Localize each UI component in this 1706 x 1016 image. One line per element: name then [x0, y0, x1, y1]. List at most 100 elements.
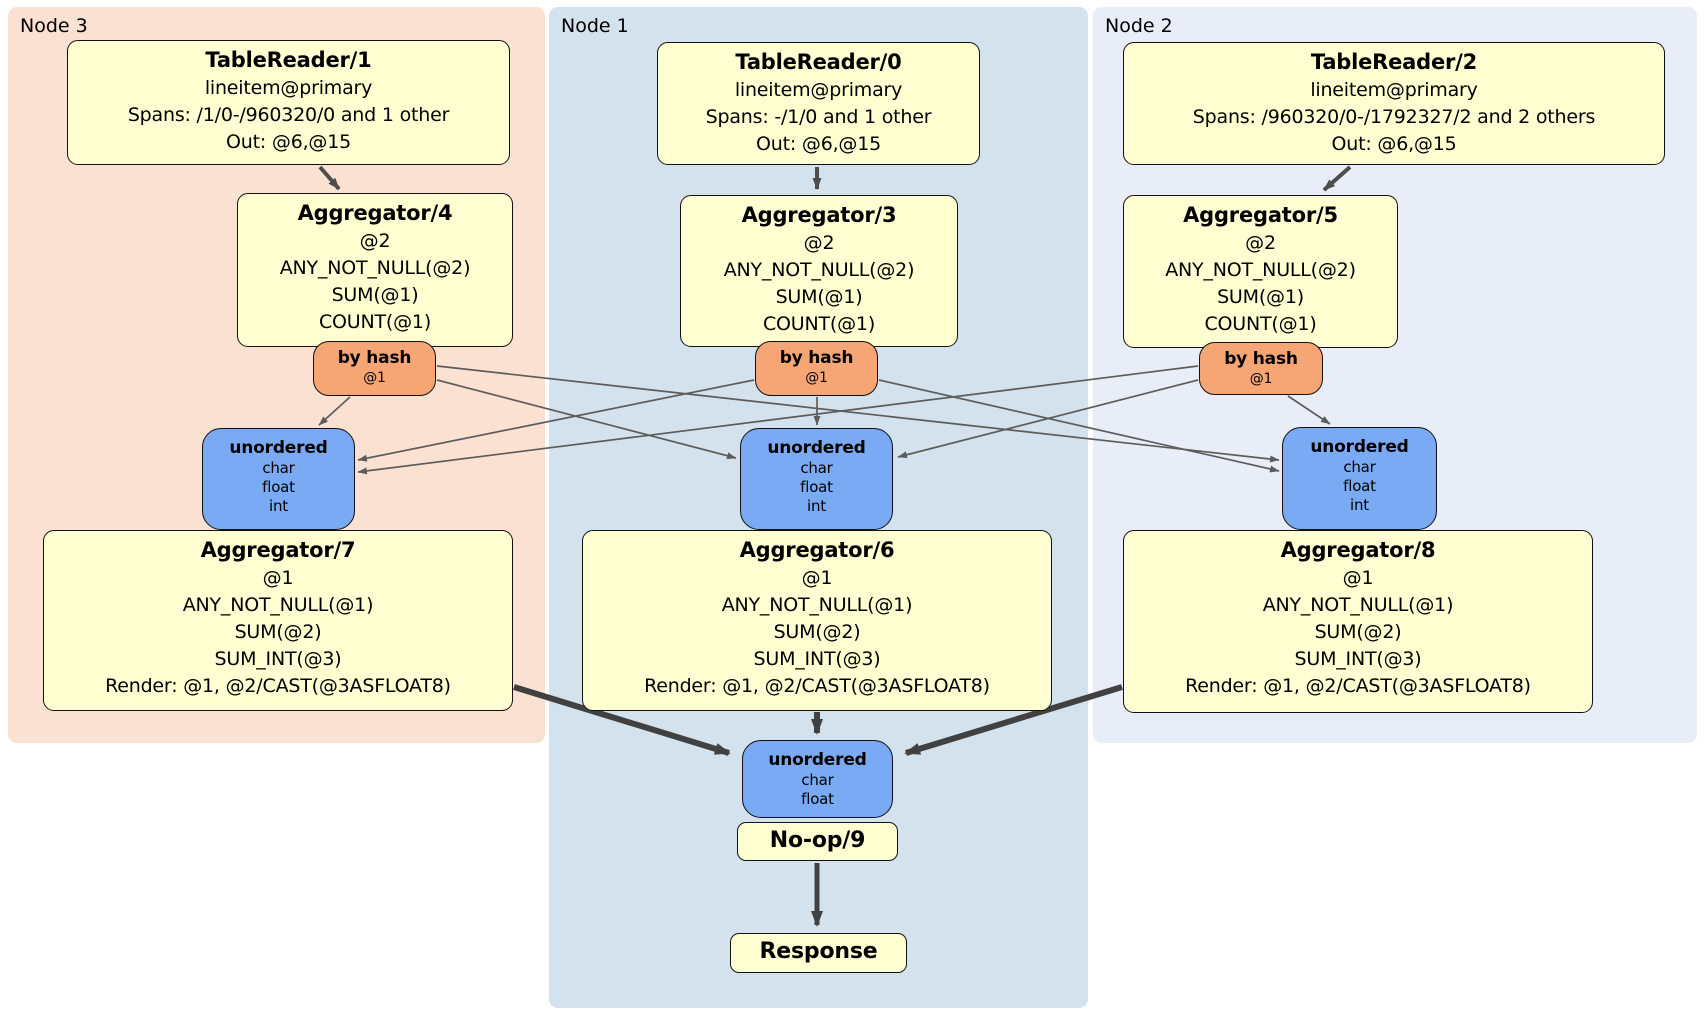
box-line: SUM(@1) — [775, 286, 863, 308]
box-line: ANY_NOT_NULL(@2) — [723, 259, 915, 281]
edge-byhash1-to-unordered2 — [878, 379, 1280, 473]
box-line: @1 — [1342, 567, 1374, 589]
box-title: TableReader/1 — [205, 48, 372, 72]
box-title: Aggregator/3 — [741, 203, 897, 227]
box-line: Spans: -/1/0 and 1 other — [705, 106, 932, 128]
box-line: float — [1343, 477, 1376, 495]
edge-byhash1-to-unordered3 — [357, 379, 755, 462]
unordered-sync-node2: unordered char float int — [1282, 427, 1437, 530]
box-line: Out: @6,@15 — [226, 131, 351, 153]
box-line: @1 — [262, 567, 294, 589]
box-title: by hash — [779, 348, 854, 368]
box-line: Spans: /1/0-/960320/0 and 1 other — [127, 104, 450, 126]
box-title: unordered — [767, 438, 866, 458]
box-title: unordered — [1310, 437, 1409, 457]
box-title: Aggregator/6 — [739, 538, 895, 562]
aggregator6-box: Aggregator/6 @1 ANY_NOT_NULL(@1) SUM(@2)… — [582, 530, 1052, 711]
tablereader0-box: TableReader/0 lineitem@primary Spans: -/… — [657, 42, 980, 165]
edge-byhash2-to-unordered3 — [357, 365, 1199, 475]
box-line: char — [262, 459, 295, 477]
node3-panel-label: Node 3 — [20, 15, 88, 37]
edge-aggregator8-to-unordered-final — [904, 684, 1123, 756]
box-title: unordered — [229, 438, 328, 458]
box-line: @2 — [803, 232, 835, 254]
box-title: by hash — [337, 348, 412, 368]
box-line: Render: @1, @2/CAST(@3ASFLOAT8) — [105, 675, 451, 697]
box-line: float — [262, 478, 295, 496]
edge-tablereader1-to-aggregator4 — [318, 165, 341, 191]
box-line: ANY_NOT_NULL(@1) — [1262, 594, 1454, 616]
box-line: lineitem@primary — [734, 79, 903, 101]
tablereader2-box: TableReader/2 lineitem@primary Spans: /9… — [1123, 42, 1665, 165]
box-title: Aggregator/7 — [200, 538, 356, 562]
unordered-sync-node1: unordered char float int — [740, 428, 893, 530]
box-title: TableReader/2 — [1310, 50, 1478, 74]
aggregator3-box: Aggregator/3 @2 ANY_NOT_NULL(@2) SUM(@1)… — [680, 195, 958, 347]
box-title: Aggregator/5 — [1183, 203, 1338, 227]
box-line: ANY_NOT_NULL(@1) — [182, 594, 374, 616]
box-line: float — [801, 790, 834, 808]
box-line: ANY_NOT_NULL(@2) — [279, 257, 471, 279]
box-line: SUM_INT(@3) — [1294, 648, 1422, 670]
box-line: char — [1343, 458, 1376, 476]
response-box: Response — [730, 933, 907, 973]
tablereader1-box: TableReader/1 lineitem@primary Spans: /1… — [67, 40, 510, 165]
box-line: Spans: /960320/0-/1792327/2 and 2 others — [1192, 106, 1596, 128]
box-title: by hash — [1224, 349, 1298, 369]
box-line: SUM(@2) — [234, 621, 322, 643]
box-line: COUNT(@1) — [318, 311, 432, 333]
box-title: unordered — [768, 750, 867, 770]
noop-box: No-op/9 — [737, 822, 898, 861]
box-line: ANY_NOT_NULL(@1) — [721, 594, 913, 616]
box-line: @2 — [1245, 232, 1276, 254]
box-title: Aggregator/4 — [297, 201, 453, 225]
byhash-router-node1: by hash @1 — [755, 341, 878, 396]
box-title: Response — [759, 939, 878, 964]
box-line: SUM(@1) — [1217, 286, 1304, 308]
node1-panel-label: Node 1 — [561, 15, 629, 37]
box-line: @1 — [363, 370, 386, 386]
box-line: @1 — [801, 567, 833, 589]
aggregator5-box: Aggregator/5 @2 ANY_NOT_NULL(@2) SUM(@1)… — [1123, 195, 1398, 348]
edge-byhash2-to-unordered1 — [897, 379, 1199, 459]
aggregator8-box: Aggregator/8 @1 ANY_NOT_NULL(@1) SUM(@2)… — [1123, 530, 1593, 713]
box-line: SUM(@2) — [1314, 621, 1402, 643]
box-title: No-op/9 — [769, 828, 866, 853]
box-line: @2 — [359, 230, 391, 252]
unordered-sync-node3: unordered char float int — [202, 428, 355, 530]
box-line: char — [801, 771, 834, 789]
box-line: @1 — [805, 370, 828, 386]
box-line: int — [1350, 496, 1369, 514]
box-line: int — [269, 497, 288, 515]
byhash-router-node3: by hash @1 — [313, 341, 436, 396]
edge-tablereader2-to-aggregator5 — [1322, 165, 1352, 192]
box-line: lineitem@primary — [204, 77, 373, 99]
box-line: Out: @6,@15 — [1331, 133, 1457, 155]
box-line: char — [800, 459, 833, 477]
node2-panel-label: Node 2 — [1105, 15, 1173, 37]
box-line: Out: @6,@15 — [756, 133, 881, 155]
box-line: SUM(@1) — [331, 284, 419, 306]
box-line: @1 — [1249, 371, 1273, 387]
box-line: float — [800, 478, 833, 496]
box-line: lineitem@primary — [1310, 79, 1478, 101]
byhash-router-node2: by hash @1 — [1199, 342, 1323, 395]
box-line: SUM_INT(@3) — [753, 648, 881, 670]
aggregator7-box: Aggregator/7 @1 ANY_NOT_NULL(@1) SUM(@2)… — [43, 530, 513, 711]
box-line: Render: @1, @2/CAST(@3ASFLOAT8) — [644, 675, 990, 697]
edge-byhash3-to-unordered1 — [436, 379, 737, 460]
aggregator4-box: Aggregator/4 @2 ANY_NOT_NULL(@2) SUM(@1)… — [237, 193, 513, 347]
box-line: SUM(@2) — [773, 621, 861, 643]
box-line: int — [807, 497, 826, 515]
box-title: Aggregator/8 — [1280, 538, 1436, 562]
box-line: SUM_INT(@3) — [214, 648, 342, 670]
edge-byhash3-to-unordered3 — [318, 396, 351, 426]
box-line: ANY_NOT_NULL(@2) — [1165, 259, 1356, 281]
box-line: COUNT(@1) — [1204, 313, 1317, 335]
edge-byhash2-to-unordered2 — [1287, 395, 1331, 425]
edge-aggregator7-to-unordered-final — [513, 684, 731, 756]
unordered-sync-final: unordered char float — [742, 740, 893, 818]
box-line: Render: @1, @2/CAST(@3ASFLOAT8) — [1185, 675, 1531, 697]
